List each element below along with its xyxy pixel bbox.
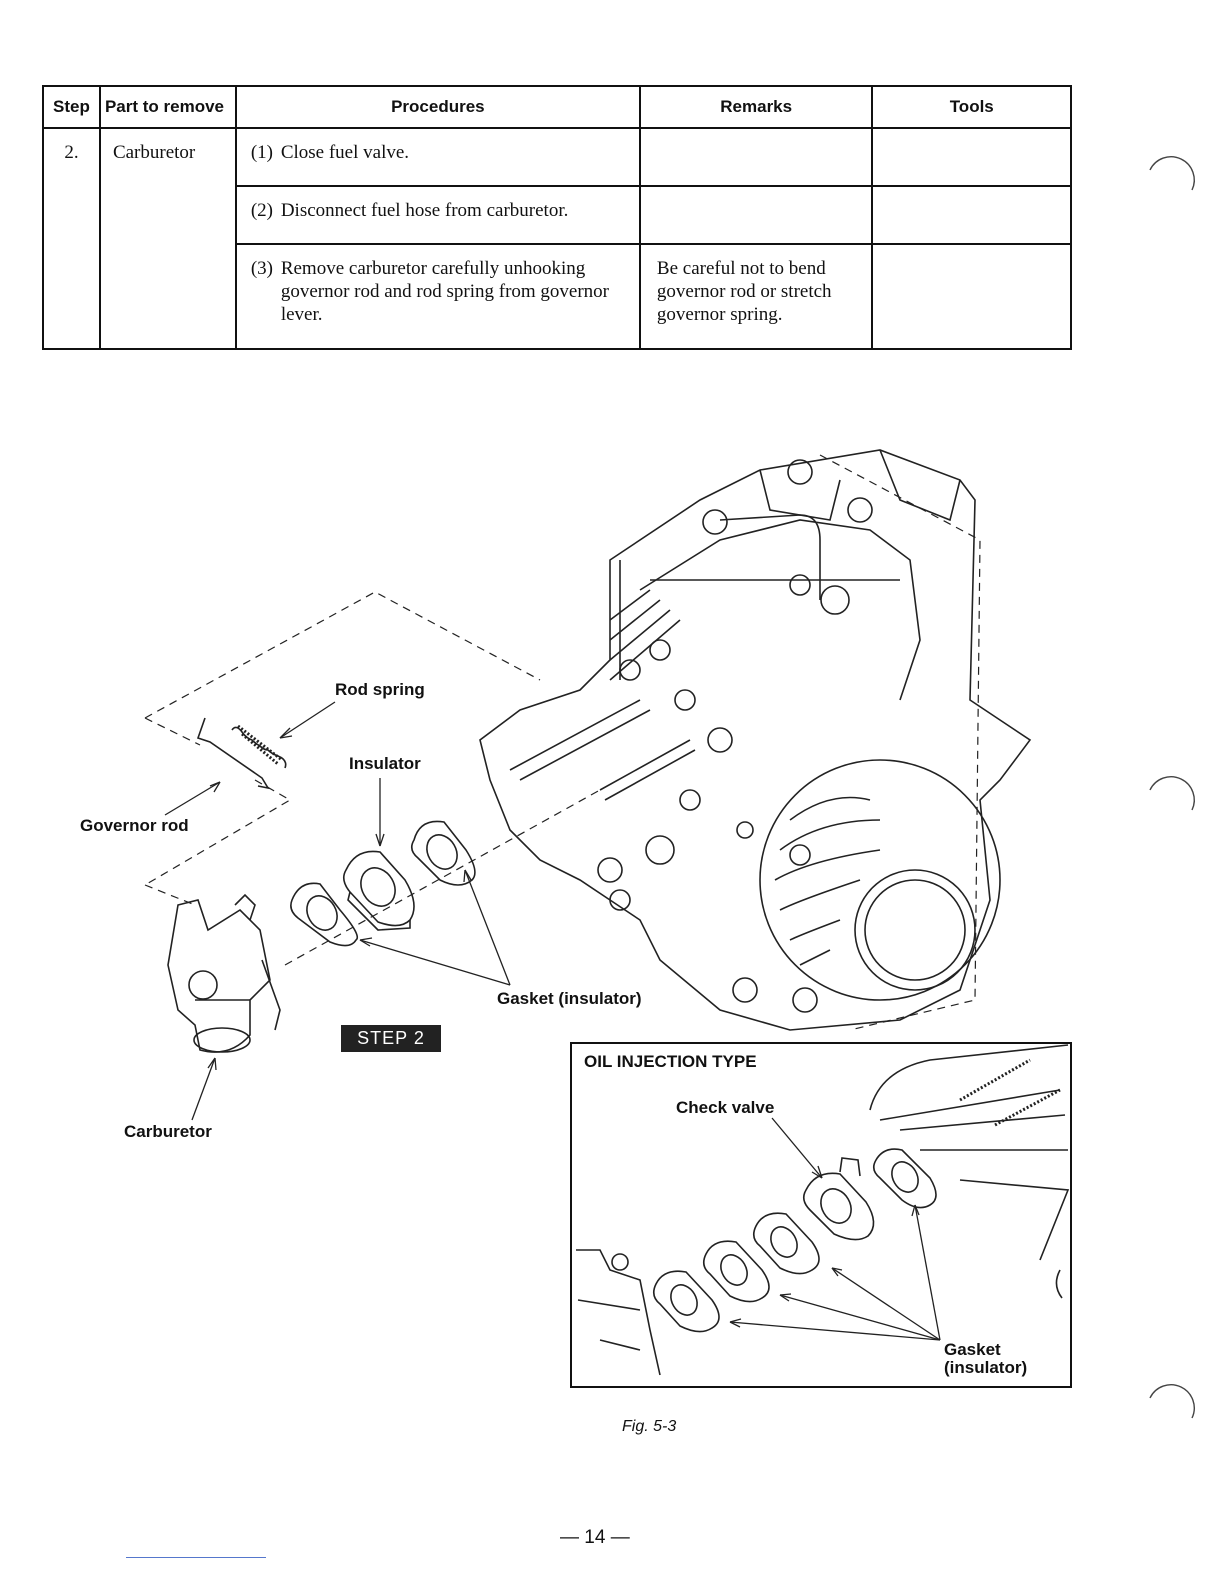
inset-title: OIL INJECTION TYPE (584, 1052, 757, 1071)
table-header-row: Step Part to remove Procedures Remarks T… (42, 85, 1072, 129)
label-carburetor: Carburetor (124, 1122, 212, 1141)
gasket-outer-part (290, 882, 359, 947)
table-row: 2. Carburetor (1)Close fuel valve. (42, 127, 1072, 350)
tools-cell (871, 243, 1072, 350)
assembly-guide-lines (144, 454, 981, 1031)
inset-leader-lines (729, 1117, 941, 1341)
procedure-cell: (2)Disconnect fuel hose from carburetor. (234, 185, 641, 245)
table-row: (2)Disconnect fuel hose from carburetor. (43, 185, 1072, 245)
label-governor-rod: Governor rod (80, 816, 189, 835)
header-remarks: Remarks (638, 85, 874, 129)
label-inset-gasket-sub: (insulator) (944, 1358, 1028, 1377)
figure-caption: Fig. 5-3 (622, 1418, 677, 1435)
step-badge: STEP 2 (341, 1025, 441, 1052)
part-to-remove: Carburetor (98, 127, 237, 350)
label-inset-gasket: Gasket (944, 1340, 1001, 1359)
tools-cell (871, 185, 1072, 245)
rod-spring-part (231, 724, 287, 769)
tools-cell (871, 127, 1072, 187)
step-number: 2. (42, 127, 101, 350)
label-insulator: Insulator (349, 754, 421, 773)
leader-lines (164, 701, 511, 1121)
table-row: (3)Remove carburetor carefully unhooking… (43, 243, 1072, 350)
inset-illustration (576, 1044, 1070, 1376)
label-gasket-insulator: Gasket (insulator) (497, 989, 642, 1008)
remarks-cell (638, 185, 874, 245)
header-procedures: Procedures (234, 85, 641, 129)
remarks-cell (638, 127, 874, 187)
header-tools: Tools (871, 85, 1072, 129)
procedure-cell: (3)Remove carburetor carefully unhooking… (234, 243, 641, 350)
oil-injection-inset: OIL INJECTION TYPE Check valve Gasket (i… (570, 1042, 1072, 1388)
carburetor-part (167, 893, 281, 1053)
header-part: Part to remove (98, 85, 237, 129)
gasket-inner-part (410, 820, 476, 886)
insulator-part (342, 850, 415, 931)
engine-illustration (479, 449, 1032, 1031)
footer-rule (126, 1557, 266, 1558)
governor-rod-part (196, 717, 270, 790)
remarks-cell: Be careful not to bend governor rod or s… (638, 243, 874, 350)
label-rod-spring: Rod spring (335, 680, 425, 699)
punch-holes (1149, 156, 1195, 1419)
label-check-valve: Check valve (676, 1098, 775, 1117)
page-number: — 14 — (560, 1527, 630, 1548)
procedure-cell: (1)Close fuel valve. (234, 127, 641, 187)
header-step: Step (42, 85, 101, 129)
procedure-table: Step Part to remove Procedures Remarks T… (42, 85, 1072, 350)
